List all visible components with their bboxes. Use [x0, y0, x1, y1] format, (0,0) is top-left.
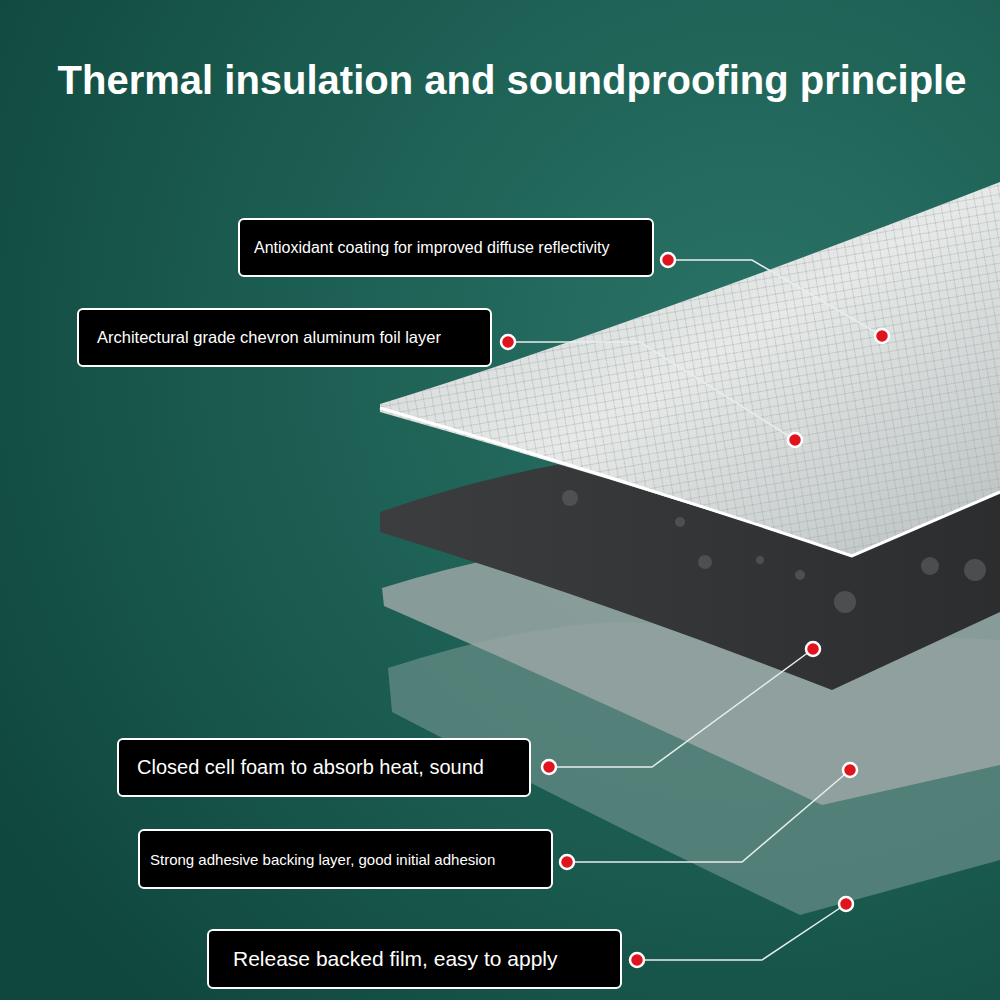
title: Thermal insulation and soundproofing pri… [0, 58, 1000, 103]
foil-edge [380, 408, 1000, 556]
callout-text: Closed cell foam to absorb heat, sound [137, 756, 484, 779]
callout-dots [501, 253, 889, 967]
callout-text: Strong adhesive backing layer, good init… [150, 851, 495, 868]
callout-box: Architectural grade chevron aluminum foi… [77, 308, 492, 367]
callout-box: Antioxidant coating for improved diffuse… [238, 218, 654, 277]
leader-lines [508, 260, 882, 960]
callout-text: Antioxidant coating for improved diffuse… [254, 239, 609, 257]
callout-text: Release backed film, easy to apply [233, 947, 558, 971]
callout-box: Strong adhesive backing layer, good init… [138, 829, 553, 889]
callout-box: Closed cell foam to absorb heat, sound [117, 738, 531, 797]
callout-box: Release backed film, easy to apply [207, 929, 622, 989]
callout-text: Architectural grade chevron aluminum foi… [97, 328, 441, 347]
